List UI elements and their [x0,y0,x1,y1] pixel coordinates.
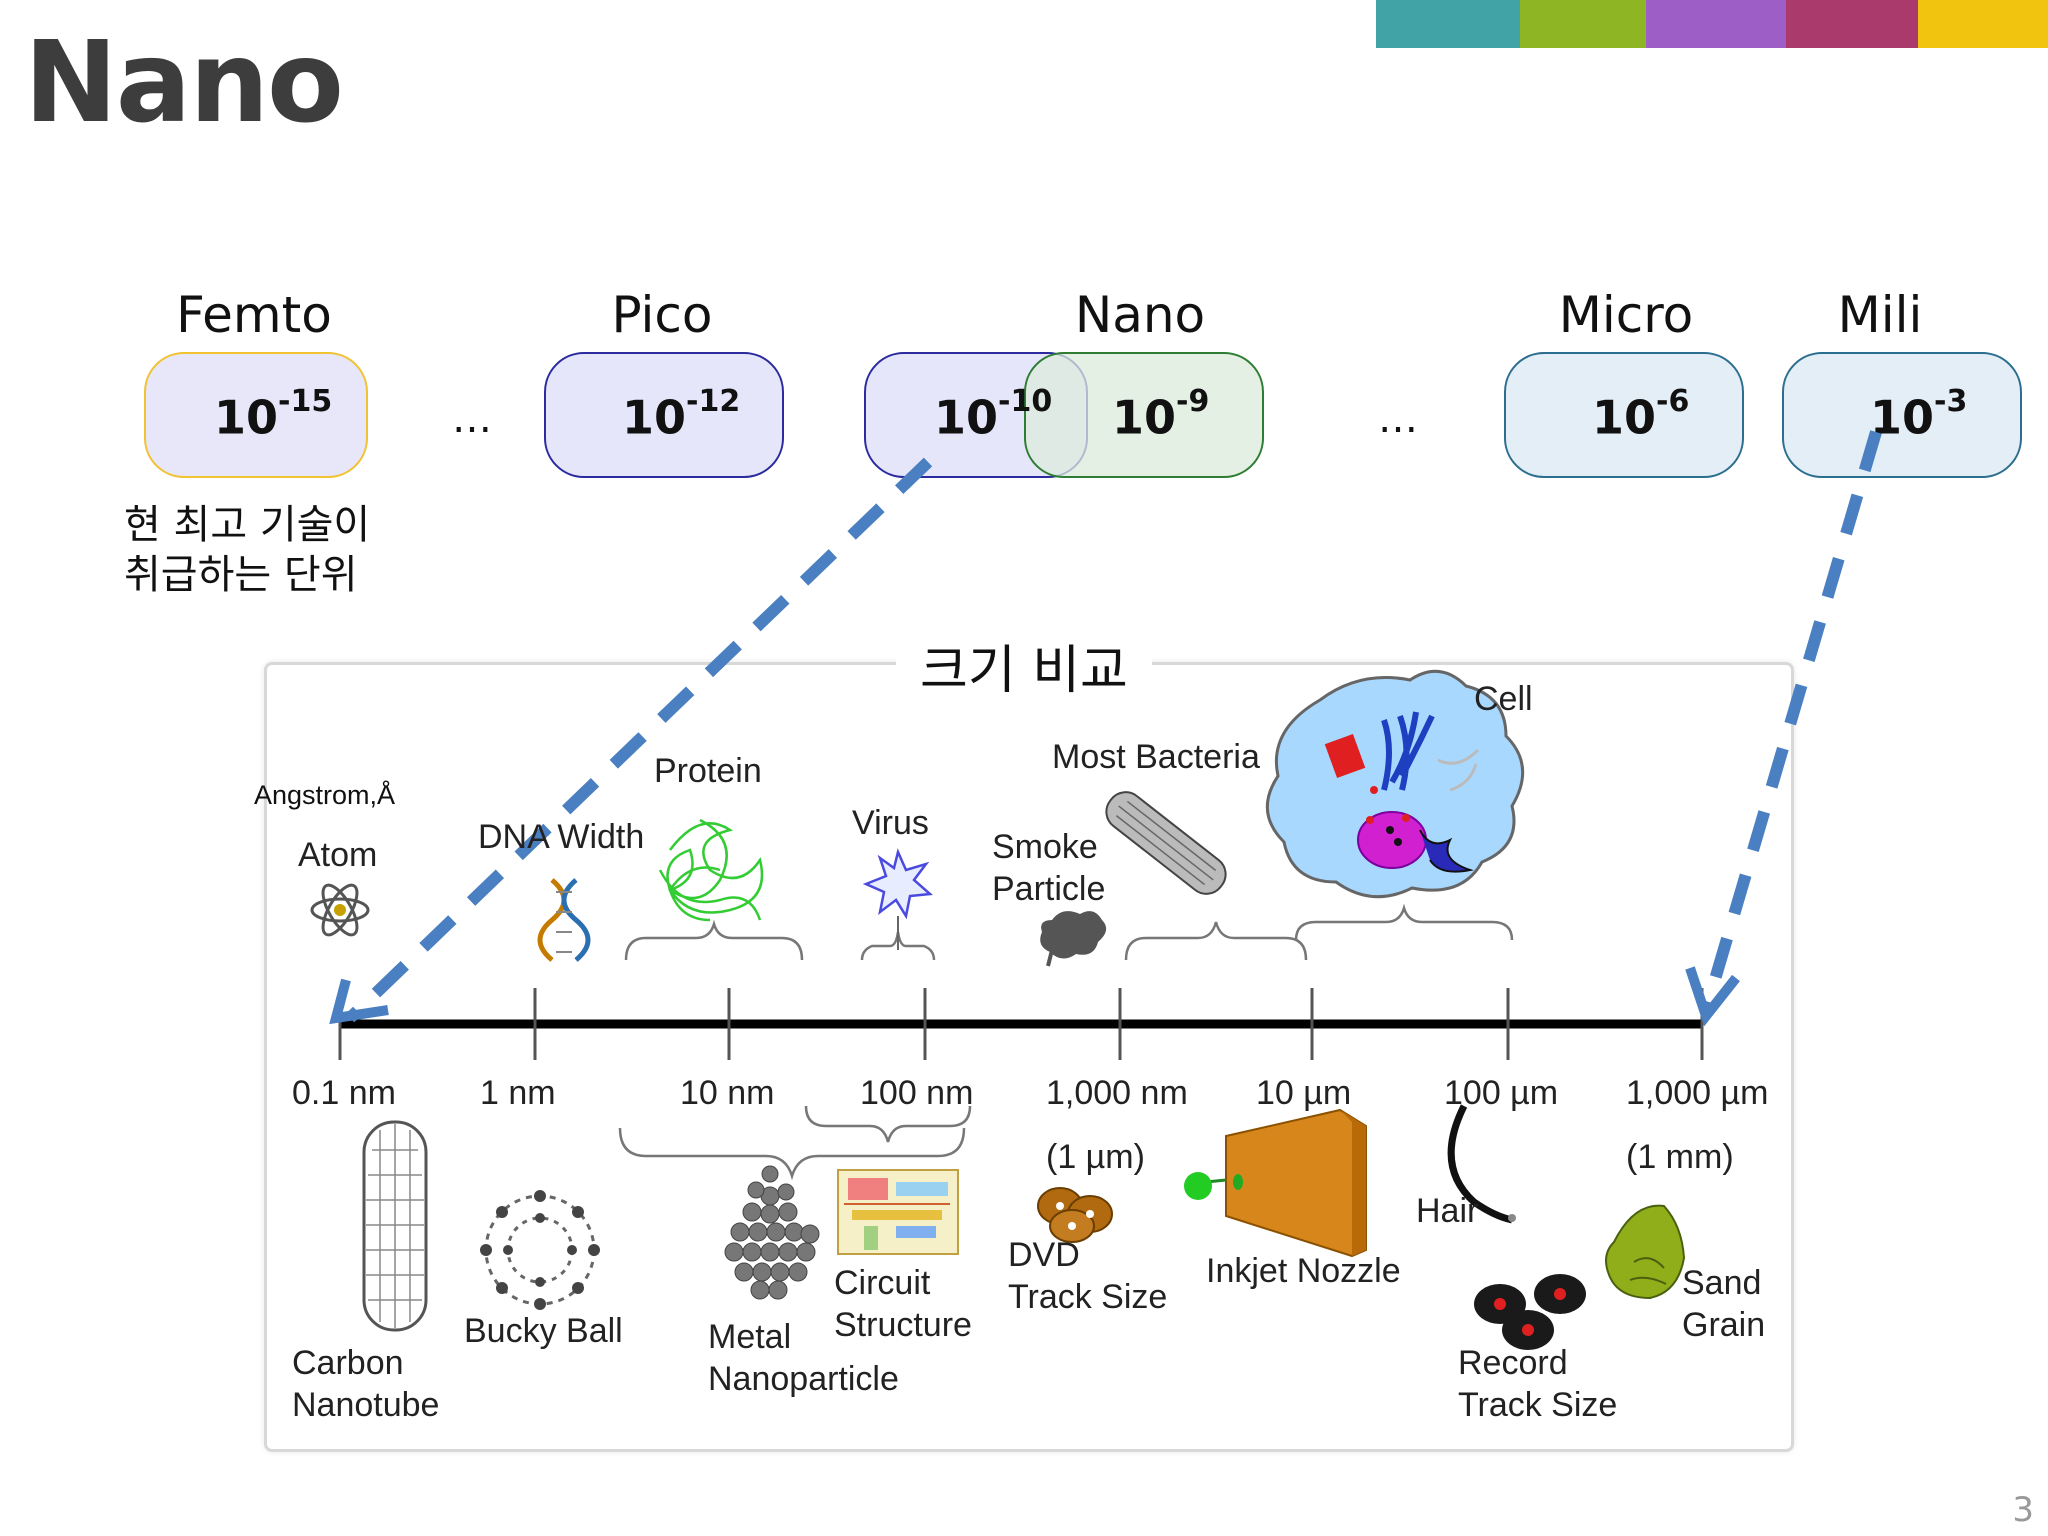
label-smoke: Smoke Particle [992,828,1106,908]
subtick-1mm: (1 mm) [1626,1138,1734,1176]
exp-nano-9: 10-9 [1112,384,1210,445]
exp-micro: 10-6 [1592,384,1690,445]
label-nanotube: Carbon Nanotube [292,1344,440,1424]
inkjet-icon [1184,1108,1367,1258]
tick-1000um: 1,000 µm [1626,1074,1769,1112]
accent-bar-magenta [1786,0,1918,48]
subtick-1um: (1 µm) [1046,1138,1145,1176]
accent-bar-purple [1646,0,1786,48]
tick-10nm: 10 nm [680,1074,775,1112]
label-bacteria: Most Bacteria [1052,738,1260,776]
label-nanoparticle: Metal Nanoparticle [708,1318,899,1398]
box-nano-9 [1024,352,1264,478]
cell-icon [1265,669,1525,899]
label-sand: Sand Grain [1682,1264,1766,1344]
dvd-icon [1037,1187,1113,1243]
tick-100nm: 100 nm [860,1074,974,1112]
label-buckyball: Bucky Ball [464,1312,623,1350]
protein-icon [658,818,764,922]
arrow-nano-to-angstrom [345,457,933,1023]
accent-bar-green [1520,0,1646,48]
page-title: Nano [24,18,344,148]
circuit-icon [837,1169,959,1255]
bacteria-icon [1105,791,1227,895]
box-mili [1782,352,2022,478]
label-dvd: DVD Track Size [1008,1236,1168,1316]
accent-bar-teal [1376,0,1520,48]
tick-1nm: 1 nm [480,1074,556,1112]
label-protein: Protein [654,752,762,790]
label-atom: Atom [298,836,378,874]
dna-icon [537,878,591,962]
prefix-nano: Nano [1074,286,1206,344]
exp-femto: 10-15 [214,384,333,445]
label-dna: DNA Width [478,818,645,856]
femto-note: 현 최고 기술이 취급하는 단위 [124,502,371,598]
prefix-micro: Micro [1558,286,1694,344]
sand-icon [1605,1204,1686,1300]
hair-icon [1447,1104,1513,1224]
label-cell: Cell [1474,680,1533,718]
label-inkjet: Inkjet Nozzle [1206,1252,1401,1290]
label-virus: Virus [852,804,929,842]
tick-100um: 100 µm [1444,1074,1559,1112]
label-circuit: Circuit Structure [834,1264,972,1344]
exp-pico: 10-12 [622,384,741,445]
virus-icon [862,848,933,950]
label-hair: Hair [1416,1192,1479,1230]
exp-nano-10: 10-10 [934,384,1053,445]
prefix-pico: Pico [611,286,713,344]
ellipsis-left: … [452,396,492,442]
tick-0-1nm: 0.1 nm [292,1074,396,1112]
record-icon [1474,1274,1586,1350]
prefix-mili: Mili [1837,286,1923,344]
accent-bar-yellow [1918,0,2048,48]
panel-title: 크기 비교 [896,628,1152,703]
angstrom-label: Angstrom,Å [254,780,396,810]
page-number: 3 [2012,1490,2034,1530]
tick-10um: 10 µm [1256,1074,1352,1112]
arrow-mili-to-mm [1700,430,1882,1012]
tick-1000nm: 1,000 nm [1046,1074,1188,1112]
label-record: Record Track Size [1458,1344,1618,1424]
box-femto [144,352,368,478]
nanotube-icon [362,1120,428,1332]
box-micro [1504,352,1744,478]
box-pico [544,352,784,478]
ellipsis-right: … [1378,396,1418,442]
atom-icon [310,883,370,937]
smoke-icon [1040,911,1107,959]
buckyball-icon [480,1190,600,1310]
nanoparticle-icon [724,1165,820,1300]
prefix-femto: Femto [176,286,332,344]
